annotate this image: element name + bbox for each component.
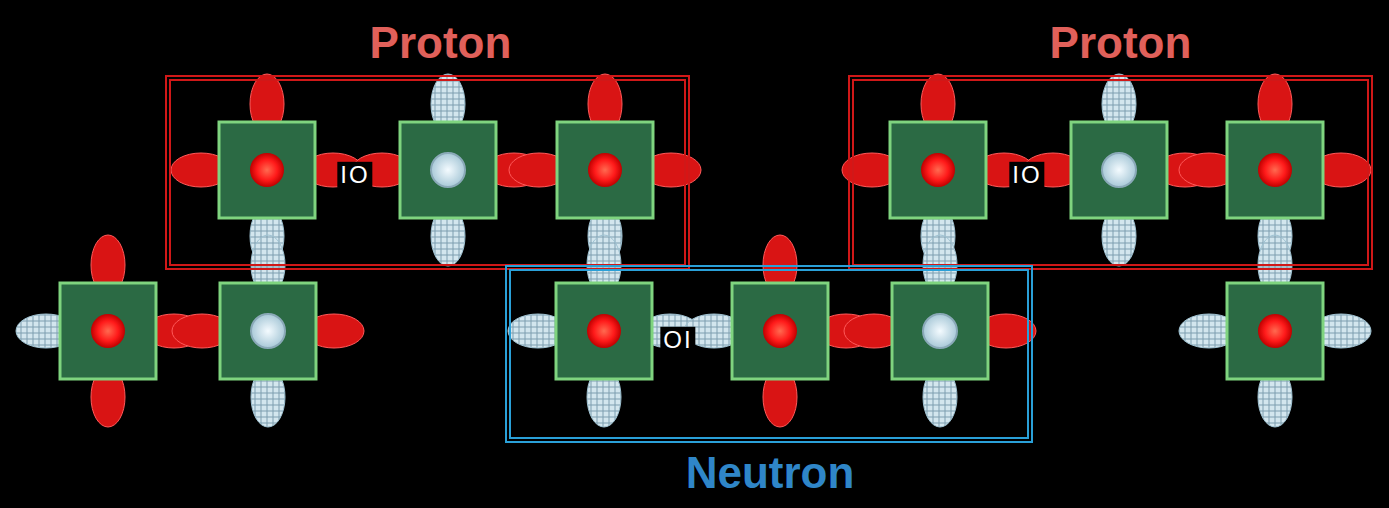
quark-cell [172, 235, 364, 427]
quark-cell [1179, 235, 1371, 427]
quark-square [400, 122, 496, 218]
quark-cell [508, 235, 700, 427]
proton-box: Proton [165, 75, 690, 270]
bond-label: IO [1009, 162, 1044, 188]
quark-square [892, 283, 988, 379]
quark-square [1227, 122, 1323, 218]
particle-title: Neutron [686, 449, 855, 497]
white-dot [923, 314, 957, 348]
red-dot [763, 314, 797, 348]
quark-square [732, 283, 828, 379]
quark-square [557, 122, 653, 218]
quark-square [1227, 283, 1323, 379]
red-dot [1258, 153, 1292, 187]
particle-title: Proton [1050, 19, 1192, 67]
quark-square [556, 283, 652, 379]
bond-label: IO [337, 162, 372, 188]
quark-cell [844, 235, 1036, 427]
red-dot [921, 153, 955, 187]
white-dot [1102, 153, 1136, 187]
neutron-box: Neutron [505, 265, 1033, 443]
quark-square [1071, 122, 1167, 218]
white-dot [251, 314, 285, 348]
red-dot [1258, 314, 1292, 348]
quark-square [219, 122, 315, 218]
quark-square [60, 283, 156, 379]
red-dot [588, 153, 622, 187]
proton-box: Proton [848, 75, 1373, 270]
quark-square [890, 122, 986, 218]
red-dot [91, 314, 125, 348]
bond-label: OI [660, 327, 695, 353]
white-dot [431, 153, 465, 187]
red-dot [587, 314, 621, 348]
quark-square [220, 283, 316, 379]
red-dot [250, 153, 284, 187]
particle-title: Proton [370, 19, 512, 67]
